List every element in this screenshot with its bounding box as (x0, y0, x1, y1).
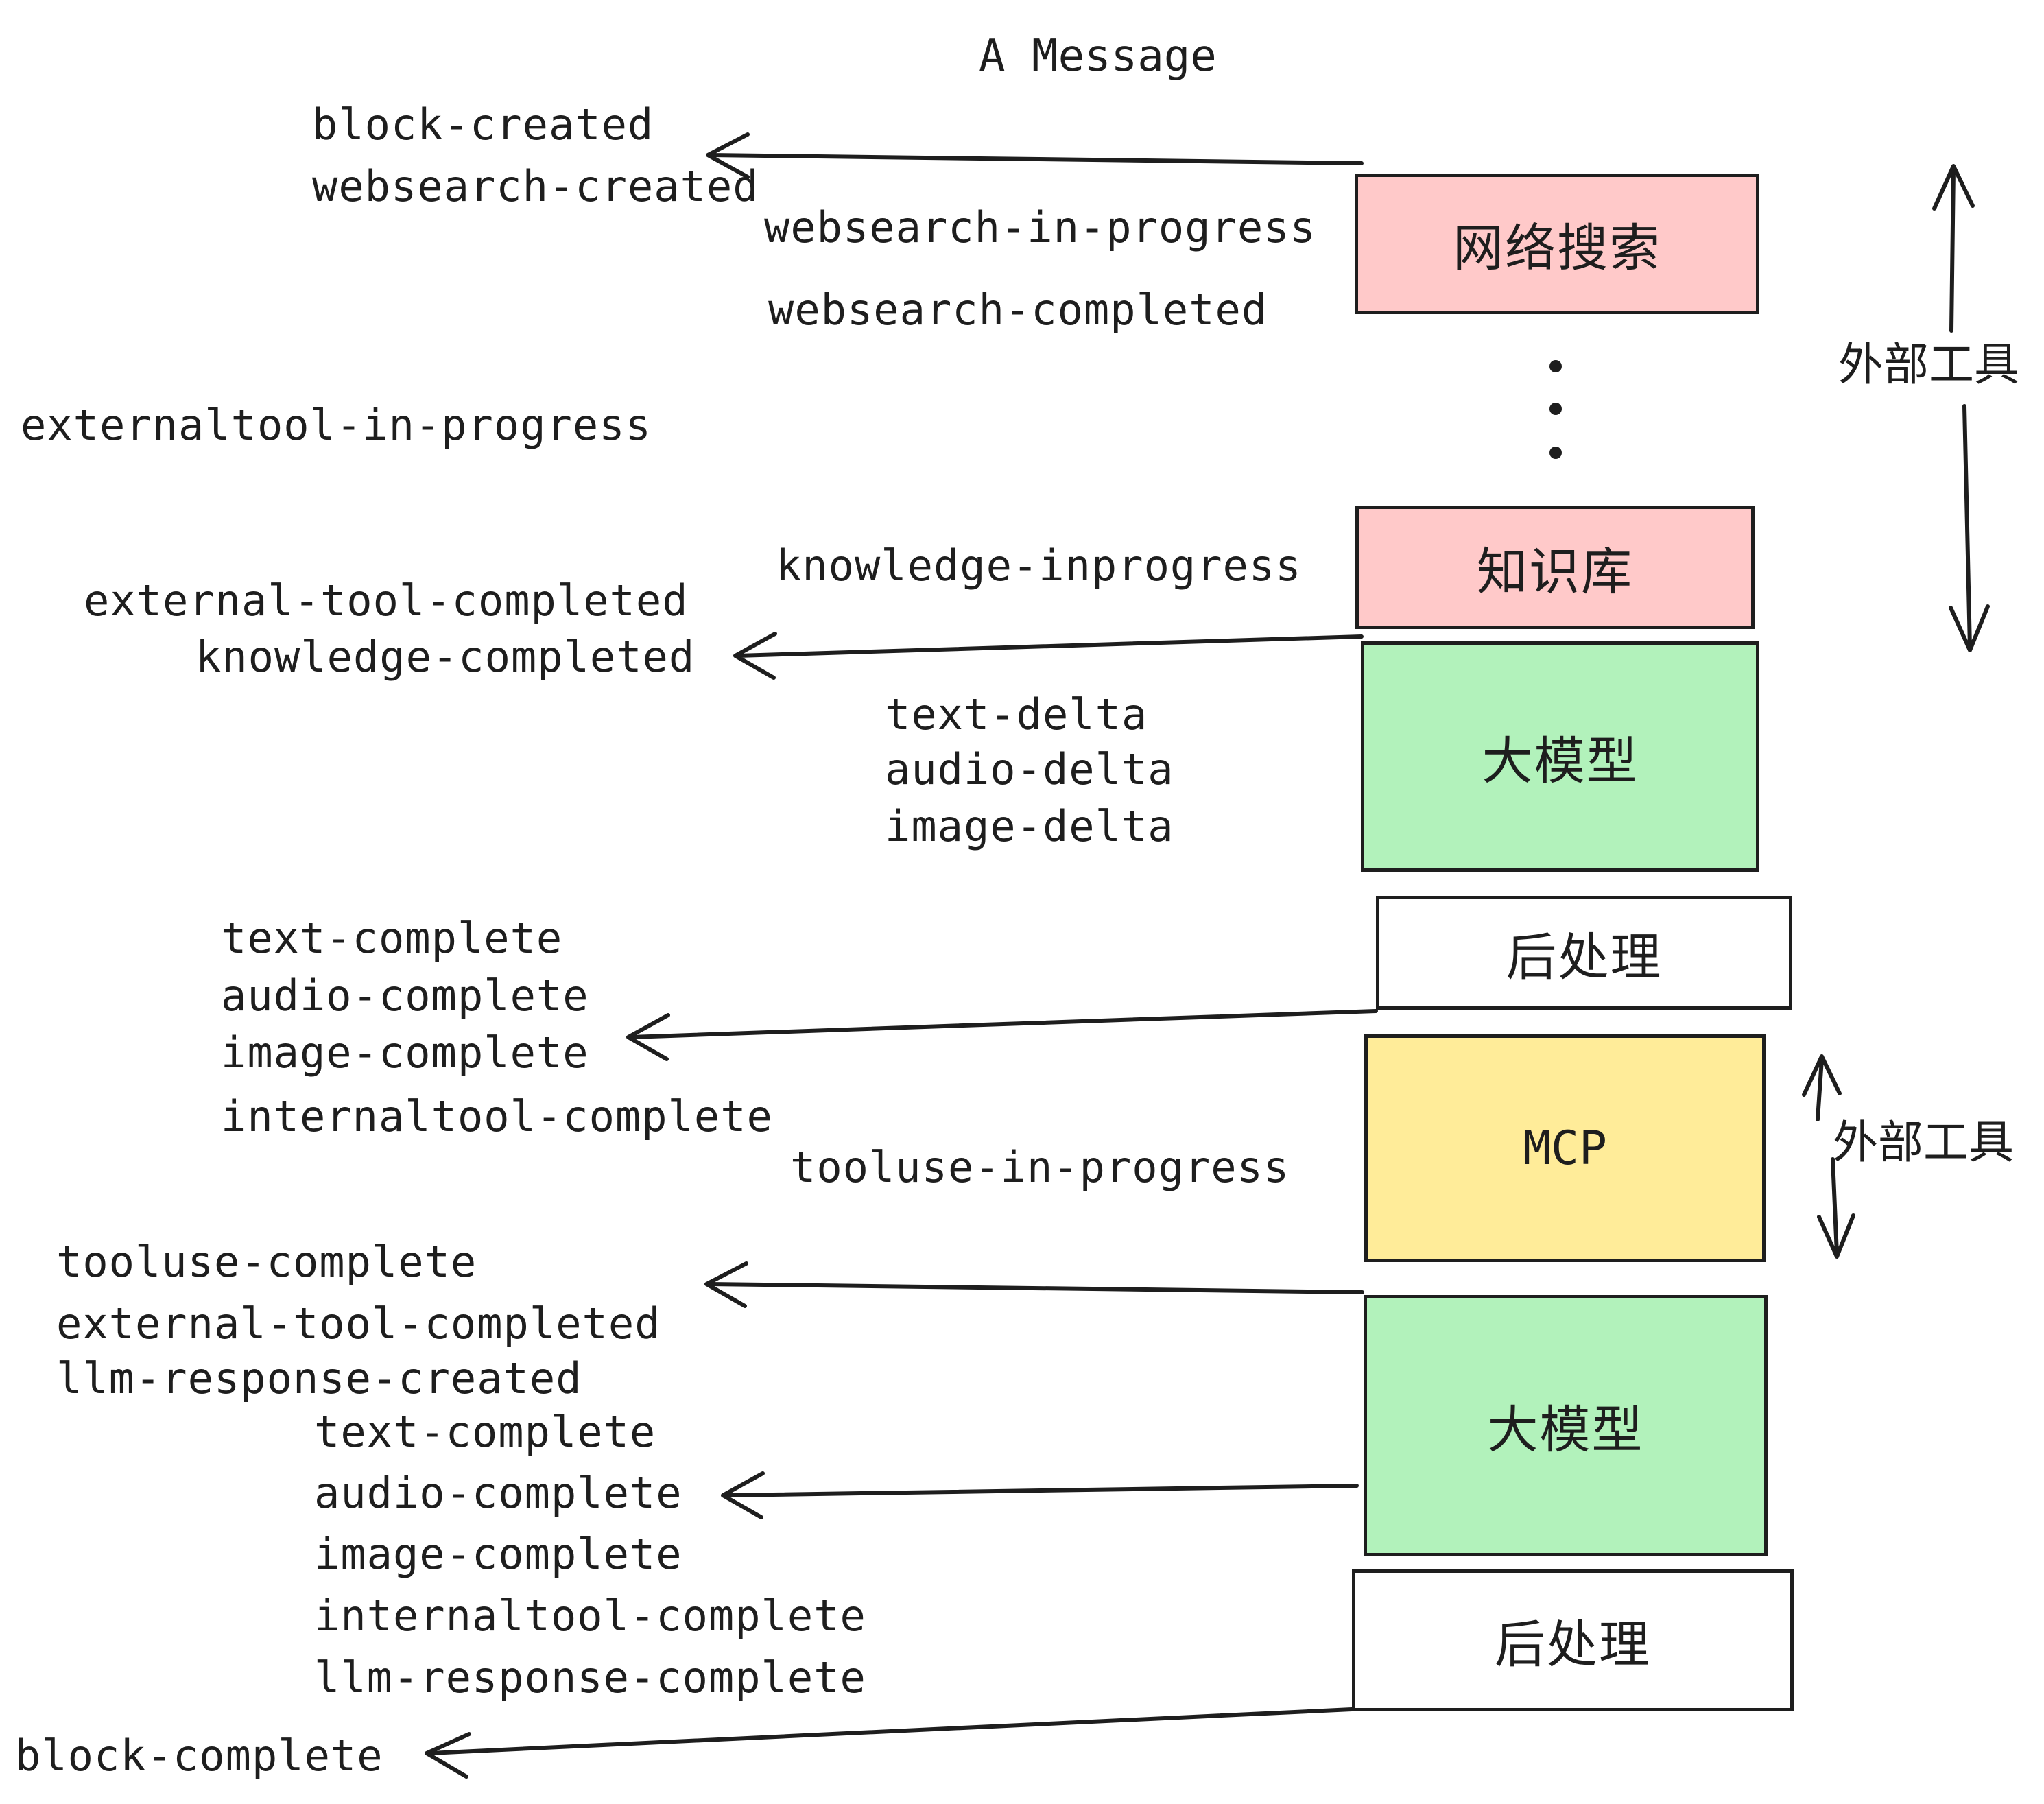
event-image-complete: image-complete (221, 1028, 589, 1078)
box-llm-1-label: 大模型 (1482, 731, 1639, 791)
box-llm-2: 大模型 (1364, 1295, 1768, 1556)
box-mcp-label: MCP (1523, 1121, 1607, 1176)
box-websearch: 网络搜索 (1355, 174, 1759, 314)
diagram-title: A Message (979, 31, 1217, 82)
box-mcp: MCP (1364, 1034, 1766, 1262)
event-externaltool-in-progress: externaltool-in-progress (21, 400, 652, 450)
event-audio-delta: audio-delta (885, 744, 1174, 794)
event-websearch-completed: websearch-completed (768, 285, 1268, 335)
box-postprocess-1-label: 后处理 (1506, 927, 1663, 987)
arrow-to-websearch-created (706, 132, 1364, 179)
event-internaltool-complete-2: internaltool-complete (314, 1591, 866, 1641)
event-text-delta: text-delta (885, 689, 1148, 739)
arrow-to-knowledge-completed (733, 632, 1364, 680)
external-tools-2-down-arrow (1817, 1157, 1855, 1259)
event-llm-response-created: llm-response-created (56, 1353, 582, 1403)
event-tooluse-in-progress: tooluse-in-progress (790, 1142, 1290, 1192)
external-tools-1-up-arrow (1932, 164, 1975, 333)
arrow-to-image-complete (626, 1009, 1378, 1061)
arrow-to-tooluse-complete (704, 1261, 1364, 1308)
external-tools-2-up-arrow (1802, 1054, 1842, 1121)
event-knowledge-completed: knowledge-completed (195, 632, 696, 682)
event-websearch-created: websearch-created (312, 161, 759, 211)
box-knowledge: 知识库 (1355, 506, 1755, 629)
ellipsis-dot (1549, 360, 1562, 372)
event-audio-complete-2: audio-complete (314, 1468, 682, 1518)
box-llm-2-label: 大模型 (1487, 1401, 1644, 1460)
box-postprocess-2-label: 后处理 (1495, 1615, 1651, 1674)
arrow-to-block-complete (425, 1707, 1354, 1779)
arrow-to-audio-complete-2 (721, 1471, 1359, 1519)
event-text-complete-2: text-complete (314, 1407, 656, 1457)
event-knowledge-inprogress: knowledge-inprogress (776, 541, 1302, 591)
ellipsis-dot (1549, 447, 1562, 459)
box-postprocess-2: 后处理 (1352, 1569, 1794, 1711)
event-llm-response-complete: llm-response-complete (314, 1652, 866, 1702)
event-tooluse-complete: tooluse-complete (56, 1237, 477, 1287)
event-block-complete: block-complete (15, 1731, 383, 1781)
external-tools-1-down-arrow (1949, 404, 1990, 652)
box-llm-1: 大模型 (1361, 641, 1759, 872)
event-internaltool-complete: internaltool-complete (221, 1091, 773, 1141)
event-audio-complete: audio-complete (221, 971, 589, 1021)
event-image-complete-2: image-complete (314, 1529, 682, 1579)
side-label-external-tools-2: 外部工具 (1833, 1116, 2014, 1169)
event-image-delta: image-delta (885, 801, 1174, 851)
box-postprocess-1: 后处理 (1376, 896, 1792, 1010)
event-external-tool-completed-2: external-tool-completed (56, 1298, 661, 1349)
box-websearch-label: 网络搜索 (1453, 219, 1661, 278)
event-websearch-in-progress: websearch-in-progress (764, 202, 1316, 252)
ellipsis-dot (1549, 403, 1562, 415)
event-text-complete: text-complete (221, 913, 563, 963)
box-knowledge-label: 知识库 (1477, 542, 1633, 602)
event-block-created: block-created (312, 99, 654, 150)
side-label-external-tools-1: 外部工具 (1838, 338, 2019, 391)
event-external-tool-completed: external-tool-completed (84, 575, 689, 626)
